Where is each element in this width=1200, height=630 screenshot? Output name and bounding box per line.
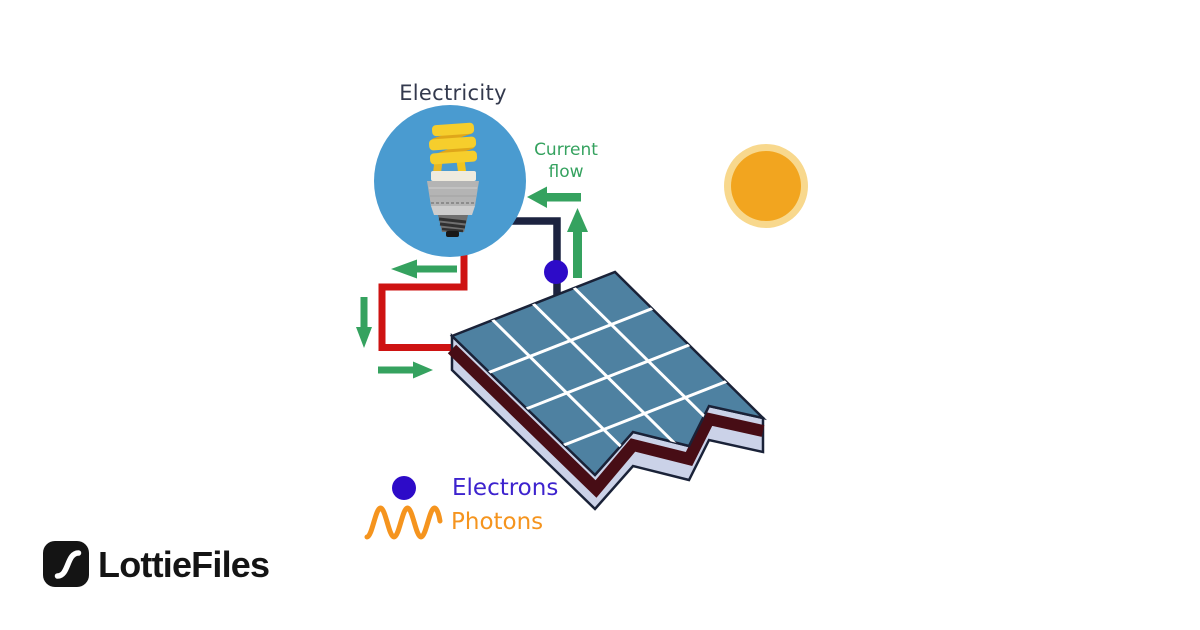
solar-panel-surface xyxy=(449,270,767,477)
current-flow-arrows xyxy=(356,186,588,379)
cfl-bulb xyxy=(427,122,479,237)
legend-photon-wave-icon xyxy=(364,505,443,540)
legend-electron-icon xyxy=(392,476,416,500)
red-wire xyxy=(378,246,468,351)
navy-wire xyxy=(498,217,561,300)
arrow-up-icon xyxy=(567,208,588,278)
solar-panel xyxy=(447,270,767,511)
legend-electrons-label: Electrons xyxy=(452,475,559,501)
lottiefiles-logo-icon xyxy=(43,541,89,587)
arrow-down-icon xyxy=(356,297,372,348)
arrow-left-icon xyxy=(391,259,457,279)
arrow-right-icon xyxy=(378,361,433,379)
electron-dot-icon xyxy=(544,260,568,284)
electricity-label: Electricity xyxy=(399,81,507,105)
sun-icon xyxy=(724,144,808,228)
bulb-icon xyxy=(374,105,526,257)
arrow-left-icon xyxy=(527,186,581,208)
solar-panel-stripe xyxy=(447,344,765,498)
current-flow-label: Current flow xyxy=(534,140,598,182)
legend-photons-label: Photons xyxy=(451,509,544,535)
lottiefiles-logo-text: LottieFiles xyxy=(98,544,270,585)
